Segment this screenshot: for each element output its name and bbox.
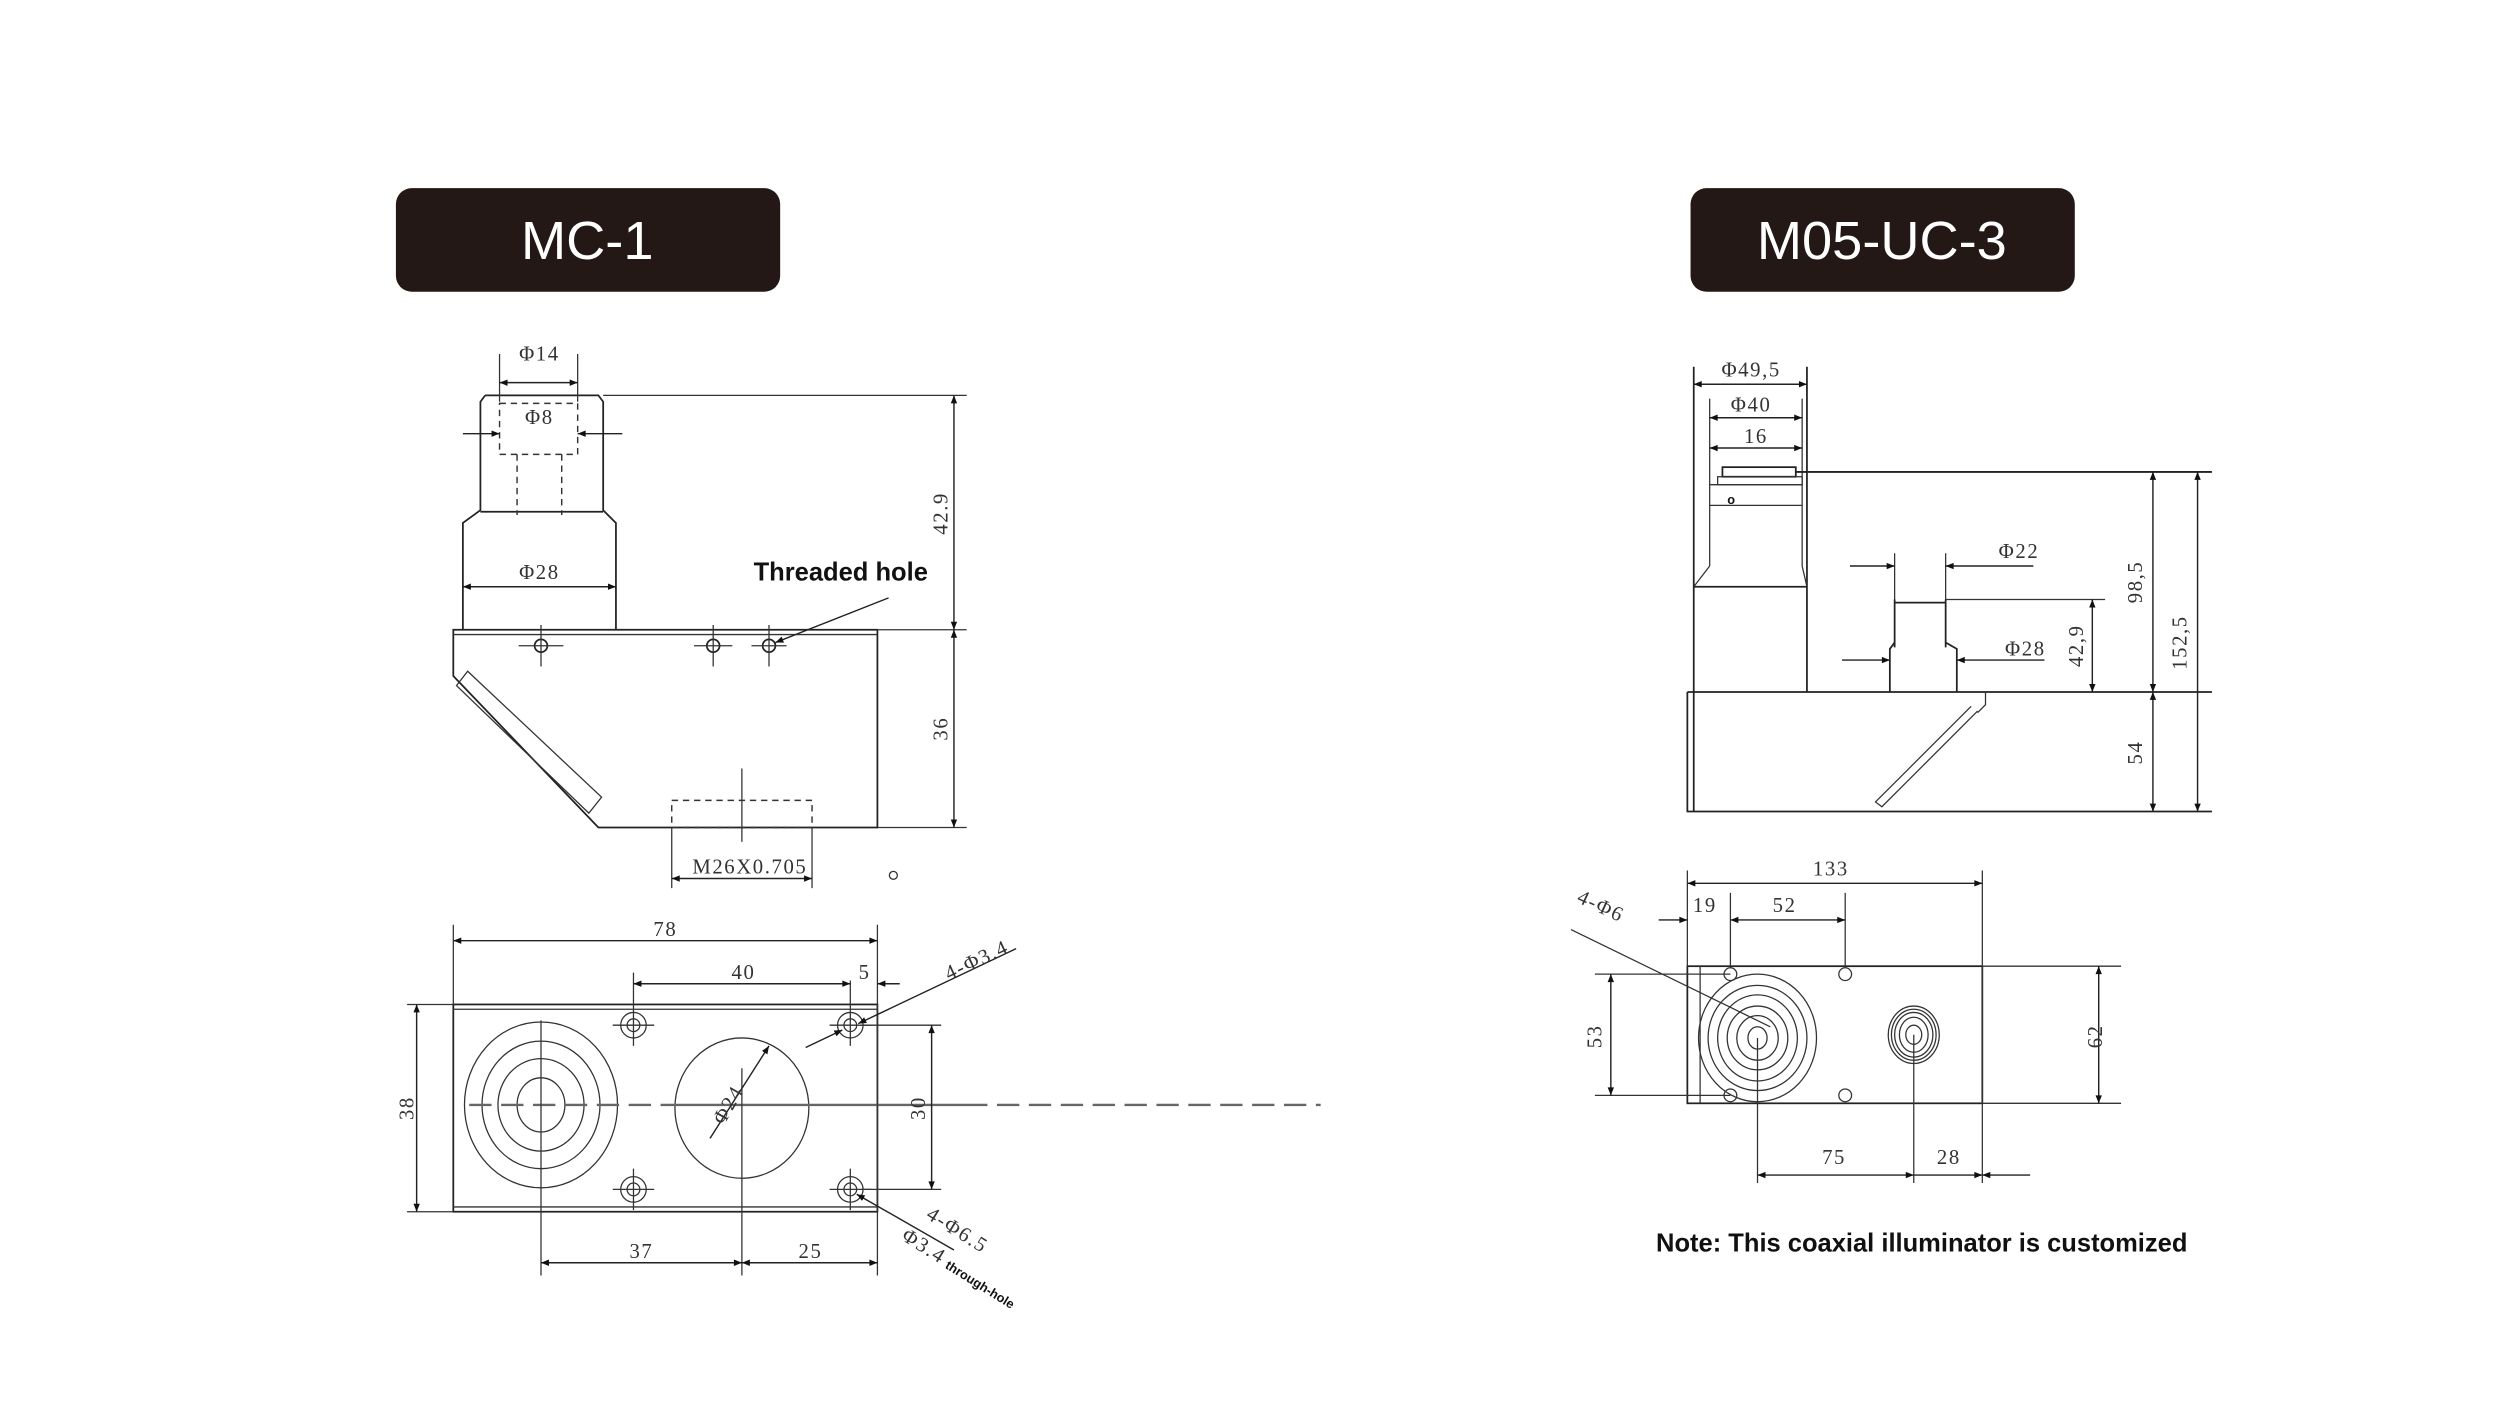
dim-4-phi6: 4-Φ6 — [1574, 886, 1628, 927]
mc1-side-view: Φ14 Φ8 Φ28 42.9 36 Threaded hole M26X0.7… — [452, 343, 967, 889]
dim-152-5: 152,5 — [2169, 615, 2191, 670]
dim-133: 133 — [1813, 858, 1849, 880]
through-hole-label: through-hole — [943, 1257, 1018, 1311]
mc1-tube — [461, 394, 617, 630]
dim-98-5: 98,5 — [2125, 561, 2147, 604]
dim-phi14: Φ14 — [519, 343, 560, 365]
dim-53: 53 — [1584, 1024, 1606, 1048]
dim-75: 75 — [1822, 1147, 1846, 1169]
dim-38: 38 — [396, 1096, 418, 1120]
m05-base — [1686, 691, 2212, 813]
dim-phi49-5: Φ49,5 — [1721, 359, 1780, 381]
dim-19: 19 — [1693, 895, 1717, 917]
customization-note: Note: This coaxial illuminator is custom… — [1656, 1230, 2187, 1258]
dim-5: 5 — [859, 962, 871, 984]
mc1-title: MC-1 — [521, 211, 653, 271]
threaded-hole-label: Threaded hole — [754, 558, 928, 586]
dim-42-9-m05: 42,9 — [2066, 624, 2088, 667]
dim-28: 28 — [1937, 1147, 1961, 1169]
m05-title-badge: M05-UC-3 — [1690, 188, 2075, 292]
mc1-title-badge: MC-1 — [395, 188, 781, 292]
dim-phi28-m05: Φ28 — [2005, 638, 2046, 660]
mc1-body — [452, 628, 879, 829]
dim-54: 54 — [2125, 741, 2147, 765]
dim-36: 36 — [931, 717, 953, 741]
dim-78: 78 — [653, 919, 677, 941]
m05-title: M05-UC-3 — [1757, 211, 2007, 271]
m05-side-view: o Φ49,5 Φ40 16 Φ22 Φ28 42,9 98,5 152,5 5… — [1686, 359, 2212, 813]
dim-42-9: 42.9 — [931, 492, 953, 535]
dim-37: 37 — [629, 1241, 653, 1263]
dim-16: 16 — [1744, 426, 1768, 448]
mc1-bottom-view: 78 40 5 4-Φ3.4 38 30 Φ24 37 25 4-Φ6.5 Φ3… — [396, 919, 1321, 1312]
mc1-threaded-holes — [518, 624, 787, 667]
dim-thread: M26X0.705 — [692, 857, 807, 879]
dim-4-phi3-4: 4-Φ3.4 — [942, 936, 1013, 985]
dim-phi22: Φ22 — [1999, 541, 2040, 563]
dim-30: 30 — [908, 1096, 930, 1120]
dim-40: 40 — [732, 962, 756, 984]
ring-mark: o — [1727, 492, 1735, 507]
dim-phi28: Φ28 — [519, 562, 560, 584]
dim-52: 52 — [1773, 895, 1797, 917]
m05-bottom-view: 133 19 52 4-Φ6 53 62 75 28 — [1570, 858, 2122, 1184]
dim-phi8: Φ8 — [525, 407, 554, 429]
dim-25: 25 — [798, 1241, 822, 1263]
dim-62: 62 — [2085, 1024, 2107, 1048]
mc1-mirror — [455, 670, 603, 815]
dim-phi40: Φ40 — [1731, 394, 1772, 416]
